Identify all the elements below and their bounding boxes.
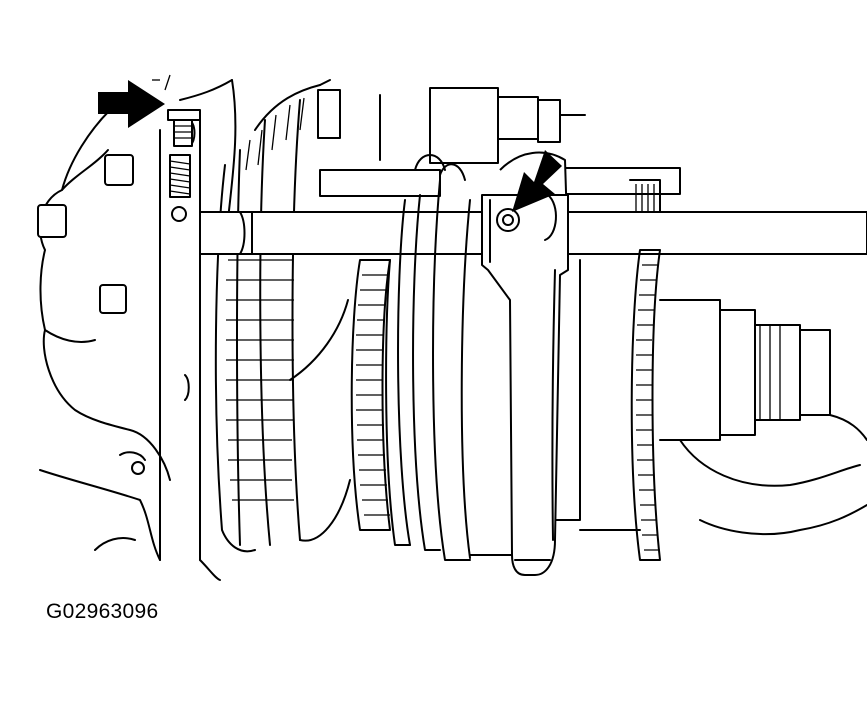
- arrow-to-bolt-icon: [98, 80, 165, 128]
- output-shaft: [659, 299, 867, 536]
- spring: [169, 154, 191, 198]
- upper-shaft: [319, 87, 681, 197]
- detent-ball: [171, 206, 187, 222]
- bolt: [167, 109, 201, 147]
- shift-fork: [481, 151, 569, 576]
- figure-identifier: G02963096: [46, 600, 159, 623]
- transmission-case: [37, 74, 237, 581]
- shift-fork-screw: [496, 208, 520, 232]
- synchronizer-assembly: [350, 154, 581, 561]
- arrow-to-fork-screw-icon: [512, 150, 562, 212]
- splined-gear-right: [579, 179, 661, 561]
- splined-gear-left: [214, 79, 351, 553]
